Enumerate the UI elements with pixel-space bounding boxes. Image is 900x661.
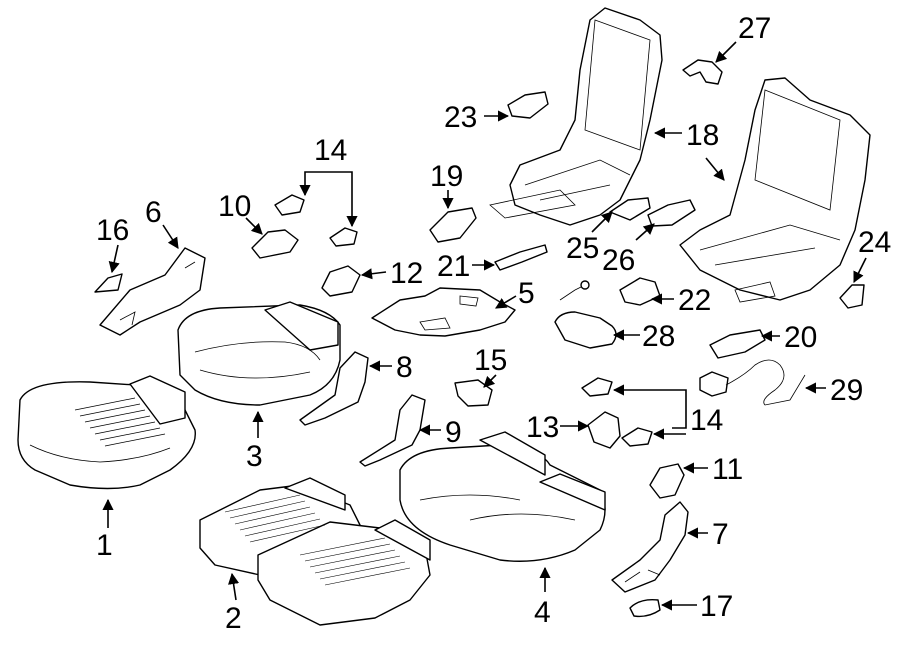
callout-23: 23	[444, 101, 477, 134]
part-6-side-shield	[99, 247, 206, 336]
part-4-seat-cushion	[399, 431, 606, 562]
callout-15: 15	[474, 344, 507, 377]
part-22-bracket	[619, 277, 661, 306]
callout-10: 10	[218, 190, 251, 223]
part-29-cable	[699, 359, 806, 406]
callout-6: 6	[145, 196, 162, 229]
callout-5: 5	[518, 277, 535, 310]
part-24-cover	[839, 284, 865, 309]
part-9-trim	[359, 394, 426, 467]
callout-1: 1	[96, 529, 113, 562]
callout-14-top: 14	[314, 134, 347, 167]
part-23-cover	[507, 91, 549, 119]
part-12-cover	[321, 265, 361, 297]
callout-7: 7	[712, 518, 729, 551]
callout-9: 9	[445, 416, 462, 449]
part-21-lever	[494, 244, 548, 271]
part-20-handle	[709, 329, 766, 359]
callout-21: 21	[437, 250, 470, 283]
part-15-cap	[454, 379, 493, 407]
part-26-cover	[647, 199, 696, 227]
callout-8: 8	[396, 351, 413, 384]
callout-25: 25	[566, 232, 599, 265]
callout-17: 17	[700, 590, 733, 623]
part-19-latch	[429, 207, 477, 243]
part-18-seat-frame-right	[679, 77, 871, 303]
part-7-side-shield	[611, 501, 689, 593]
leader-lines	[102, 41, 867, 611]
callout-24: 24	[858, 226, 891, 259]
part-28-motor	[554, 280, 617, 349]
callout-11: 11	[712, 453, 743, 486]
part-13-cover	[587, 411, 621, 449]
part-10-bracket	[251, 229, 299, 259]
callout-26: 26	[602, 244, 635, 277]
part-8-trim	[299, 351, 369, 426]
callout-14-right: 14	[690, 404, 723, 437]
callout-2: 2	[225, 602, 242, 635]
callout-16: 16	[96, 214, 129, 247]
part-5-mat	[371, 287, 516, 337]
part-17-cap	[629, 598, 661, 618]
callout-29: 29	[830, 374, 863, 407]
callout-13: 13	[526, 411, 559, 444]
part-11-cap	[649, 463, 685, 499]
callout-18: 18	[686, 119, 719, 152]
callout-22: 22	[678, 284, 711, 317]
part-1-seat-cushion	[17, 375, 196, 490]
callout-12: 12	[390, 257, 423, 290]
callout-20: 20	[784, 321, 817, 354]
part-16-cap	[94, 273, 123, 293]
part-14-clips	[274, 194, 653, 447]
part-18-seat-frame-left	[489, 7, 663, 226]
callout-27: 27	[738, 12, 771, 45]
callout-28: 28	[642, 320, 675, 353]
part-25-cover	[609, 197, 651, 221]
callout-labels: 1 2 3 4 5 6 7 8 9 10 11 12 13 14 14 15 1…	[96, 12, 891, 635]
callout-3: 3	[246, 440, 263, 473]
part-27-clip	[682, 59, 723, 85]
part-3-seat-cushion	[177, 301, 341, 406]
part-2-seat-cushion	[199, 477, 431, 626]
callout-4: 4	[534, 596, 551, 629]
callout-19: 19	[430, 160, 463, 193]
